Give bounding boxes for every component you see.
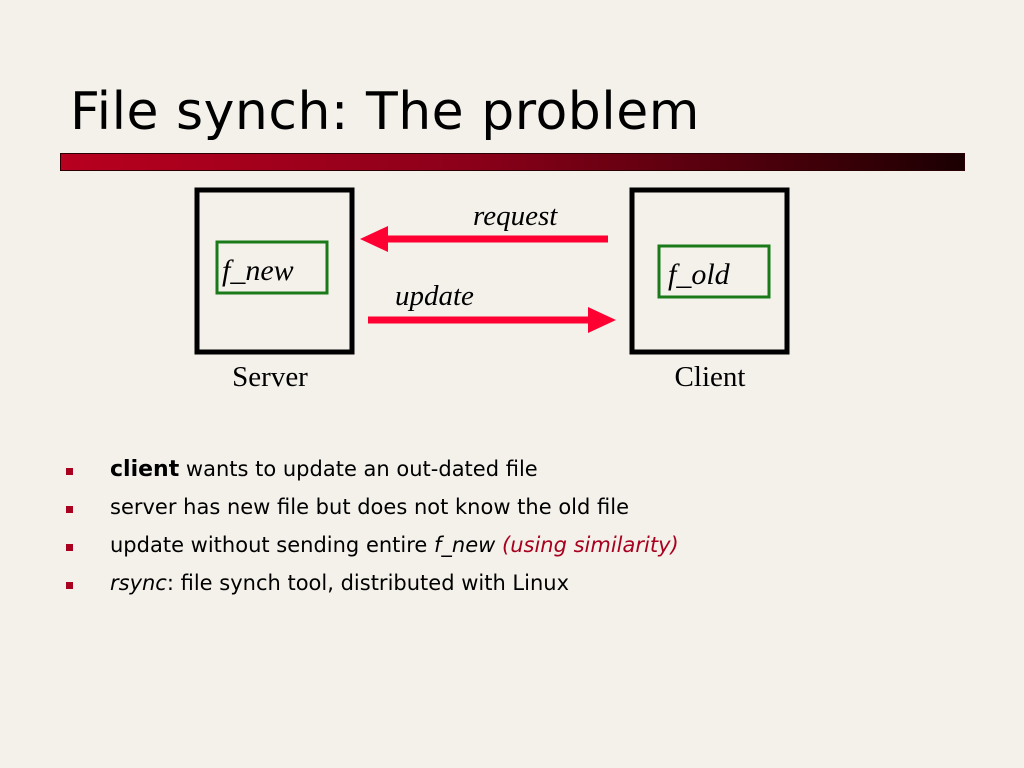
bullet-text: server has new file but does not know th… (110, 495, 629, 519)
bullet-marker-icon (66, 544, 73, 551)
server-box (194, 187, 355, 355)
bullet-prefix: update without sending entire (110, 533, 435, 557)
client-label: Client (675, 361, 746, 393)
bullet-italic-term: rsync (110, 571, 167, 595)
bullet-marker-icon (66, 506, 73, 513)
bullet-marker-icon (66, 468, 73, 475)
sync-diagram: f_new Server f_old Client request update (194, 187, 790, 393)
bullet-text: rsync: file synch tool, distributed with… (110, 571, 569, 595)
bullet-emphasis: client (110, 457, 180, 482)
bullet-text: client wants to update an out-dated file (110, 457, 538, 482)
bullet-red-note: (using similarity) (502, 533, 679, 557)
bullet-rest: wants to update an out-dated file (179, 457, 538, 481)
title-underline-bar (60, 153, 965, 171)
bullet-italic-term: f_new (434, 533, 496, 557)
request-arrow (360, 226, 608, 252)
bullet-text: update without sending entire f_new (usi… (110, 533, 679, 557)
bullet-marker-icon (66, 582, 73, 589)
request-label: request (473, 200, 558, 232)
bullet-rest: : file synch tool, distributed with Linu… (166, 571, 570, 595)
client-file-label: f_old (668, 258, 731, 291)
client-box (629, 187, 790, 355)
update-label: update (395, 280, 474, 312)
client-file-box (657, 244, 771, 299)
update-arrow (368, 307, 616, 333)
slide-title: File synch: The problem (70, 82, 700, 142)
bullet-space (495, 533, 502, 557)
server-file-box (215, 240, 329, 295)
server-label: Server (232, 361, 308, 393)
server-file-label: f_new (222, 254, 294, 287)
